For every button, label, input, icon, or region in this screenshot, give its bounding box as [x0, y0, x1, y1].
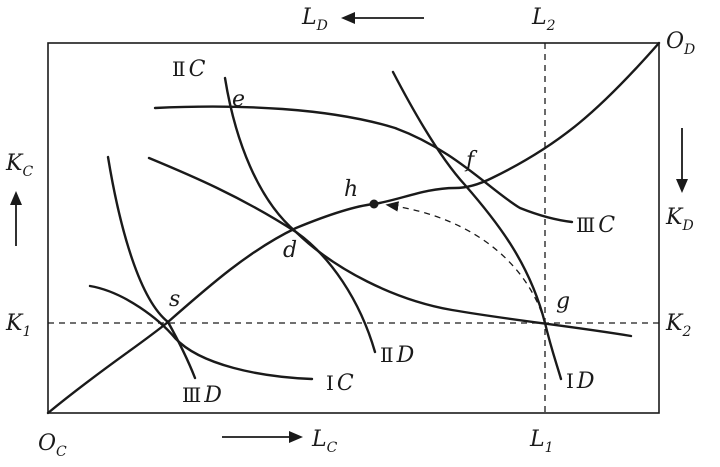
- l-c-label: LC: [311, 427, 338, 456]
- curve-IIID: [106, 155, 197, 380]
- k-c-direction-arrow: [10, 191, 22, 246]
- curve-IIIC: [153, 105, 574, 224]
- l-2-label: L2: [531, 5, 556, 34]
- curve-IID: [147, 156, 377, 354]
- l-d-label: LD: [301, 5, 328, 34]
- curve-IC: [88, 284, 314, 381]
- point-s-label: s: [169, 287, 180, 312]
- adjustment-arrow: [385, 201, 546, 324]
- point-e-label: e: [232, 87, 245, 112]
- contract-curve: [46, 41, 661, 415]
- origin-d-label: OD: [666, 29, 695, 58]
- l-d-direction-arrow: [341, 12, 424, 24]
- origin-c-label: OC: [38, 431, 67, 460]
- point-h-label: h: [344, 177, 358, 202]
- point-g-label: g: [556, 289, 570, 314]
- l-1-label: L1: [529, 427, 554, 456]
- curve-ID: [391, 70, 563, 381]
- point-f-label: f: [464, 148, 478, 173]
- box-frame: [47, 42, 660, 414]
- point-d-label: d: [283, 238, 297, 263]
- k-d-direction-arrow: [676, 128, 688, 193]
- point-h-dot: [369, 199, 379, 209]
- k-1-label: K1: [5, 311, 31, 340]
- curve-IIC: [223, 76, 633, 338]
- k-2-label: K2: [665, 311, 691, 340]
- l-c-direction-arrow: [222, 431, 303, 443]
- k-d-label: KD: [665, 205, 694, 234]
- k-c-label: KC: [5, 151, 33, 180]
